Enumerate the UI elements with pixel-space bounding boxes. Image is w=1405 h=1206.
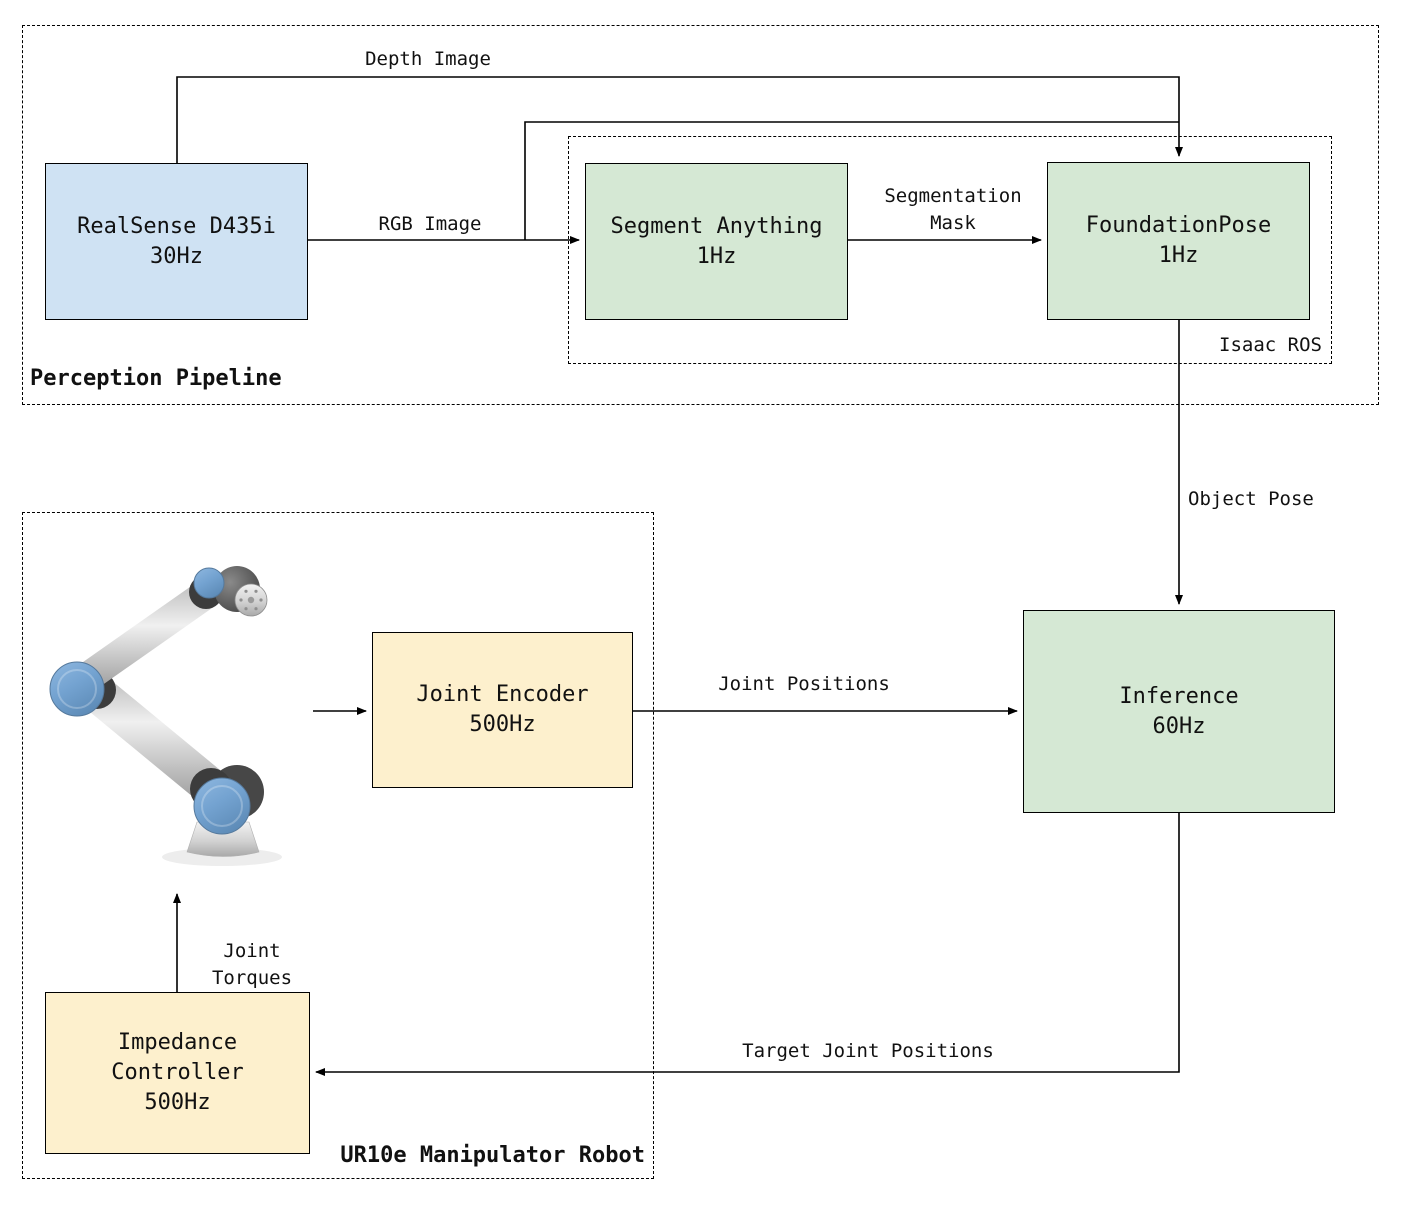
- edge-depth-image: [176, 76, 1183, 163]
- edge-label-joint-positions: Joint Positions: [718, 673, 890, 695]
- node-segment-anything: Segment Anything 1Hz: [585, 163, 848, 320]
- robot-base-cap-ring: [201, 785, 243, 827]
- robot-base-cap: [193, 777, 251, 835]
- node-impedance-label: Impedance: [117, 1030, 238, 1055]
- robot-flange-screws: [239, 589, 263, 611]
- edge-label-segmentation-line2: Mask: [930, 212, 976, 234]
- node-joint-encoder-rate: 500Hz: [469, 712, 536, 737]
- node-inference: Inference 60Hz: [1023, 610, 1335, 813]
- node-realsense-label: RealSense D435i: [77, 213, 276, 239]
- node-inference-label: Inference: [1119, 683, 1239, 709]
- robot-upper-arm: [77, 579, 221, 689]
- edge-label-joint-torques: Joint Torques: [192, 938, 312, 992]
- edge-label-segmentation-line1: Segmentation: [884, 185, 1022, 207]
- node-segment-anything-rate: 1Hz: [696, 243, 737, 269]
- group-isaac-ros: [568, 136, 1332, 364]
- group-perception-pipeline: [22, 25, 1379, 405]
- edge-label-target-joint-positions: Target Joint Positions: [742, 1040, 994, 1062]
- robot-elbow-cap: [49, 661, 105, 717]
- group-label-isaac-ros: Isaac ROS: [1219, 334, 1322, 356]
- node-impedance-rate: 500Hz: [144, 1090, 211, 1115]
- group-ur10e-robot: [22, 512, 654, 1179]
- group-label-ur10e-robot: UR10e Manipulator Robot: [340, 1143, 645, 1168]
- node-segment-anything-label: Segment Anything: [610, 213, 823, 239]
- robot-lower-arm: [79, 675, 231, 807]
- robot-flange-center: [247, 596, 255, 604]
- node-foundationpose-rate: 1Hz: [1158, 243, 1199, 268]
- robot-arm-illustration: [49, 566, 282, 866]
- node-foundationpose-label: FoundationPose: [1085, 213, 1272, 238]
- node-realsense: RealSense D435i 30Hz: [45, 163, 308, 320]
- edge-target-joint-positions: [315, 813, 1180, 1076]
- edge-rgb-branch: [524, 121, 1179, 240]
- edge-label-object-pose: Object Pose: [1188, 488, 1314, 510]
- node-realsense-rate: 30Hz: [150, 243, 203, 269]
- group-label-perception-pipeline: Perception Pipeline: [30, 366, 282, 391]
- robot-base-pedestal: [186, 821, 260, 857]
- node-foundationpose: FoundationPose 1Hz: [1047, 162, 1310, 320]
- node-inference-rate: 60Hz: [1152, 713, 1206, 739]
- node-joint-encoder: Joint Encoder 500Hz: [372, 632, 633, 788]
- node-impedance-label2: Controller: [111, 1060, 244, 1085]
- robot-elbow-cap-ring: [57, 669, 97, 709]
- node-joint-encoder-label: Joint Encoder: [416, 682, 589, 707]
- robot-wrist-cap: [193, 567, 225, 599]
- edge-label-depth-image: Depth Image: [365, 48, 491, 70]
- edge-label-segmentation-mask: Segmentation Mask: [853, 183, 1053, 237]
- edge-label-torques-line1: Joint: [223, 940, 281, 962]
- edge-label-rgb-image: RGB Image: [378, 213, 482, 235]
- node-impedance-controller: Impedance Controller 500Hz: [45, 992, 310, 1154]
- edge-label-torques-line2: Torques: [211, 967, 293, 989]
